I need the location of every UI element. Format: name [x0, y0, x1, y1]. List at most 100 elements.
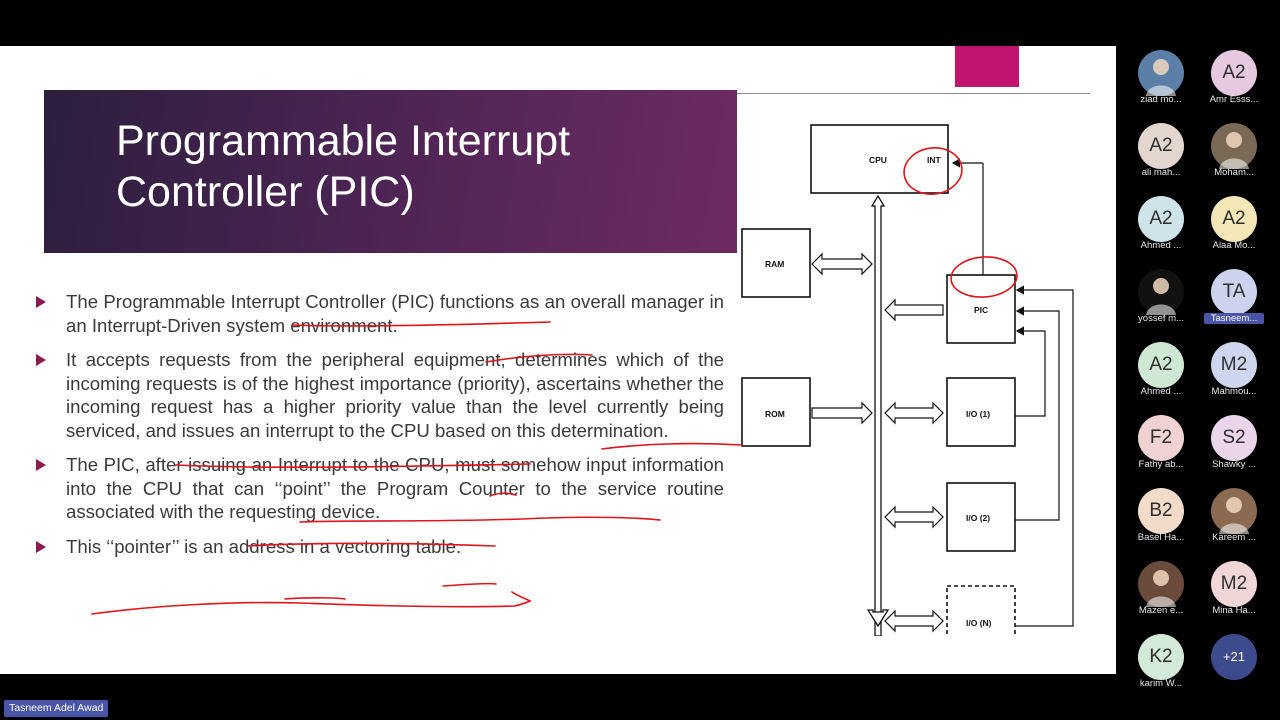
participant-name: Alaa Mo... [1212, 240, 1256, 251]
bullet-item: This ‘‘pointer’’ is an address in a vect… [34, 535, 724, 559]
bullet-text: It accepts requests from the peripheral … [66, 349, 724, 441]
ram-box [741, 228, 811, 298]
active-speaker-label: Tasneem Adel Awad [4, 700, 109, 717]
avatar-initials: K2 [1138, 634, 1184, 680]
request-line-io1 [1015, 326, 1046, 417]
participant-name: ziad mo... [1140, 94, 1182, 105]
bullet-triangle-icon [36, 540, 46, 553]
bus-arrow-bottom [866, 609, 890, 628]
slide-title: Programmable Interrupt Controller (PIC) [116, 117, 571, 216]
participant-name: Basel Ha... [1137, 532, 1185, 543]
slide-bullet-list: The Programmable Interrupt Controller (P… [34, 290, 724, 569]
participant-name: Fathy ab... [1138, 459, 1184, 470]
participant-name: karim W... [1139, 678, 1183, 689]
participant-name: Mazen e... [1138, 605, 1184, 616]
ion-box [946, 585, 1016, 636]
user-photo-icon [1211, 488, 1257, 534]
participant-name: Tasneem... [1204, 313, 1264, 324]
bullet-item: The PIC, after issuing an Interrupt to t… [34, 453, 724, 524]
user-photo-icon [1138, 269, 1184, 315]
bullet-triangle-icon [36, 296, 46, 308]
io2-bus-arrow [884, 505, 944, 529]
bullet-text: The PIC, after issuing an Interrupt to t… [66, 454, 724, 522]
pic-bus-arrow [884, 298, 944, 322]
participant-name: Shawky ... [1212, 459, 1256, 470]
ion-bus-arrow [884, 609, 944, 633]
avatar-initials: S2 [1211, 415, 1257, 461]
participant-name: Ahmed ... [1140, 240, 1182, 251]
bullet-item: It accepts requests from the peripheral … [34, 348, 724, 442]
arrow-scribble [91, 591, 532, 615]
avatar-initials: F2 [1138, 415, 1184, 461]
bullet-text: The Programmable Interrupt Controller (P… [66, 291, 724, 336]
io2-box [946, 482, 1016, 552]
participant-name: Amr Esss... [1209, 94, 1259, 105]
bullet-text: This ‘‘pointer’’ is an address in a vect… [66, 535, 462, 557]
bullet-triangle-icon [36, 354, 46, 366]
participant-tile[interactable]: yossef m... [1124, 265, 1198, 333]
participant-tile[interactable]: Kareem ... [1197, 484, 1271, 552]
avatar-initials: B2 [1138, 488, 1184, 534]
ion-label: I/O (N) [966, 618, 992, 628]
pic-block-diagram: CPU INT RAM ROM PIC I/O (1) I/O (2) I/O … [741, 124, 1074, 636]
participant-name: Moham... [1214, 167, 1254, 178]
participant-name: ali mah... [1141, 167, 1181, 178]
participant-name: yossef m... [1138, 313, 1184, 324]
avatar-initials: A2 [1211, 50, 1257, 96]
participant-name: Mahmou... [1211, 386, 1257, 397]
user-photo-icon [1211, 123, 1257, 169]
participant-name: Mina Ha... [1212, 605, 1256, 616]
rom-label: ROM [765, 409, 785, 419]
participant-tile[interactable]: Moham... [1197, 119, 1271, 187]
more-participants-count: +21 [1211, 634, 1257, 680]
bullet-item: The Programmable Interrupt Controller (P… [34, 290, 724, 337]
bullet-triangle-icon [36, 459, 46, 471]
cpu-label: CPU [869, 155, 887, 165]
rom-box [741, 377, 811, 447]
int-label: INT [927, 155, 942, 165]
shared-slide: Programmable Interrupt Controller (PIC) … [0, 46, 1116, 674]
rom-bus-arrow [811, 401, 873, 425]
ram-bus-arrow [811, 252, 873, 276]
user-photo-icon [1138, 50, 1184, 96]
avatar-initials: A2 [1138, 342, 1184, 388]
participant-name: Ahmed ... [1140, 386, 1182, 397]
io1-label: I/O (1) [966, 409, 990, 419]
participant-tile[interactable]: ziad mo... [1124, 46, 1198, 114]
participant-name: Kareem ... [1212, 532, 1256, 543]
user-photo-icon [1138, 561, 1184, 607]
ram-label: RAM [765, 259, 784, 269]
avatar-initials: A2 [1138, 196, 1184, 242]
underline-table [442, 582, 497, 587]
request-line-io2 [1015, 306, 1060, 521]
slide-accent-block [955, 46, 1019, 87]
avatar-initials: A2 [1138, 123, 1184, 169]
participant-tile[interactable]: Mazen e... [1124, 557, 1198, 625]
io2-label: I/O (2) [966, 513, 990, 523]
avatar-initials: TA [1211, 269, 1257, 315]
system-bus [870, 194, 886, 636]
slide-title-band: Programmable Interrupt Controller (PIC) [44, 90, 737, 253]
avatar-initials: A2 [1211, 196, 1257, 242]
avatar-initials: M2 [1211, 561, 1257, 607]
more-participants-button[interactable]: +21 [1197, 630, 1271, 698]
io1-bus-arrow [884, 401, 944, 425]
slide-divider [737, 93, 1090, 94]
request-line-ion [1015, 285, 1074, 627]
avatar-initials: M2 [1211, 342, 1257, 388]
pic-label: PIC [974, 305, 988, 315]
io1-box [946, 377, 1016, 447]
